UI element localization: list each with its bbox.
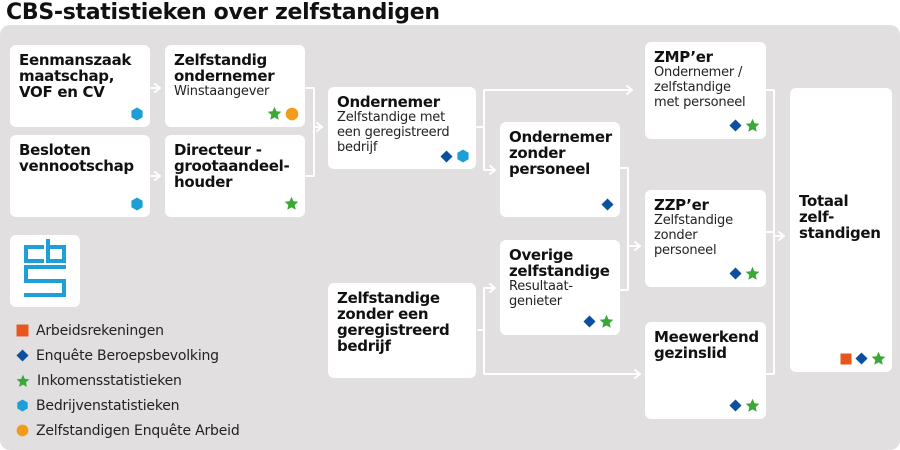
green-star-icon (267, 106, 282, 120)
green-star-icon (745, 398, 760, 412)
legend: Arbeidsrekeningen Enquête Beroepsbevolki… (16, 318, 240, 443)
blue-diamond-icon (729, 399, 742, 412)
green-star-icon (745, 118, 760, 132)
box-eenmanszaak: Eenmanszaak maatschap, VOF en CV (10, 45, 150, 127)
legend-item-inkomensstatistieken: Inkomensstatistieken (16, 368, 240, 393)
legend-label: Enquête Beroepsbevolking (36, 347, 219, 364)
legend-item-enquete-beroepsbevolking: Enquête Beroepsbevolking (16, 343, 240, 368)
box-directeur: Directeur - grootaandeel- houder (165, 135, 305, 217)
box-zelfstandige-zonder-bedrijf-heading: Zelfstandige zonder een geregistreerd be… (337, 289, 450, 355)
blue-diamond-icon (601, 198, 614, 211)
arrow-to-ondernemer (305, 87, 323, 128)
box-totaal-zelfstandigen: Totaal zelf- standigen (790, 88, 892, 372)
green-star-icon (599, 314, 614, 328)
green-star-icon (871, 351, 886, 365)
box-zelfstandig-ondernemer-heading: Zelfstandig ondernemer (174, 51, 275, 85)
box-zmp-heading: ZMP’er (654, 48, 713, 66)
arrow-to-zzp (619, 167, 641, 247)
cbs-logo (10, 235, 80, 307)
arrow-to-meewerkend (483, 329, 641, 375)
orange-square-icon (16, 324, 29, 337)
arrow-to-totaal (765, 89, 785, 237)
box-zmp: ZMP’er Ondernemer / zelfstandige met per… (645, 42, 766, 139)
legend-label: Bedrijvenstatistieken (36, 397, 180, 414)
box-zzp-sub: Zelfstandige zonder personeel (654, 213, 733, 258)
legend-item-bedrijvenstatistieken: Bedrijvenstatistieken (16, 393, 240, 418)
cyan-hexagon-icon (457, 149, 469, 163)
box-ondernemer: Ondernemer Zelfstandige met een geregist… (328, 87, 476, 169)
box-ondernemer-zonder-heading: Ondernemer zonder personeel (509, 128, 612, 178)
arrow-ondernemer-to-zonder-personeel (483, 126, 496, 171)
legend-item-arbeidsrekeningen: Arbeidsrekeningen (16, 318, 240, 343)
cyan-hexagon-icon (17, 399, 28, 412)
green-star-icon (284, 196, 299, 210)
box-besloten-vennootschap: Besloten vennootschap (10, 135, 150, 217)
legend-item-zelfstandigen-enquete-arbeid: Zelfstandigen Enquête Arbeid (16, 418, 240, 443)
box-zmp-sub: Ondernemer / zelfstandige met personeel (654, 65, 746, 110)
box-zelfstandige-zonder-bedrijf: Zelfstandige zonder een geregistreerd be… (328, 283, 476, 378)
cyan-hexagon-icon (131, 107, 143, 121)
orange-circle-icon (285, 107, 299, 120)
box-eenmanszaak-heading: Eenmanszaak maatschap, VOF en CV (19, 51, 132, 101)
box-meewerkend-heading: Meewerkend gezinslid (654, 328, 759, 362)
legend-label: Zelfstandigen Enquête Arbeid (36, 422, 240, 439)
box-meewerkend-gezinslid: Meewerkend gezinslid (645, 322, 766, 419)
box-ondernemer-zonder-personeel: Ondernemer zonder personeel (500, 122, 620, 217)
cbs-logo-mark (24, 239, 66, 297)
blue-diamond-icon (583, 315, 596, 328)
box-zzp: ZZP’er Zelfstandige zonder personeel (645, 190, 766, 287)
cyan-hexagon-icon (131, 197, 143, 211)
blue-diamond-icon (440, 149, 453, 163)
blue-diamond-icon (729, 267, 742, 280)
arrow-zelfstandige-to-overige (477, 287, 496, 331)
box-totaal-heading: Totaal zelf- standigen (799, 192, 881, 242)
green-star-icon (16, 374, 30, 387)
box-ondernemer-sub: Zelfstandige met een geregistreerd bedri… (337, 110, 450, 155)
box-zelfstandig-ondernemer-sub: Winstaangever (174, 84, 270, 99)
page-title: CBS-statistieken over zelfstandigen (6, 0, 440, 25)
box-overige-sub: Resultaat- genieter (509, 279, 573, 309)
box-overige-heading: Overige zelfstandige (509, 246, 610, 280)
green-star-icon (745, 266, 760, 280)
orange-circle-icon (16, 424, 29, 437)
orange-square-icon (840, 353, 852, 364)
legend-label: Arbeidsrekeningen (36, 322, 164, 339)
box-besloten-heading: Besloten vennootschap (19, 141, 134, 175)
arrow-ondernemer-to-zmp (475, 89, 633, 128)
box-overige-zelfstandige: Overige zelfstandige Resultaat- genieter (500, 240, 620, 335)
blue-diamond-icon (729, 119, 742, 132)
box-zelfstandig-ondernemer: Zelfstandig ondernemer Winstaangever (165, 45, 305, 127)
box-ondernemer-heading: Ondernemer (337, 93, 440, 111)
blue-diamond-icon (855, 352, 868, 365)
box-directeur-heading: Directeur - grootaandeel- houder (174, 141, 290, 191)
blue-diamond-icon (16, 349, 29, 362)
box-zzp-heading: ZZP’er (654, 196, 709, 214)
legend-label: Inkomensstatistieken (37, 372, 182, 389)
